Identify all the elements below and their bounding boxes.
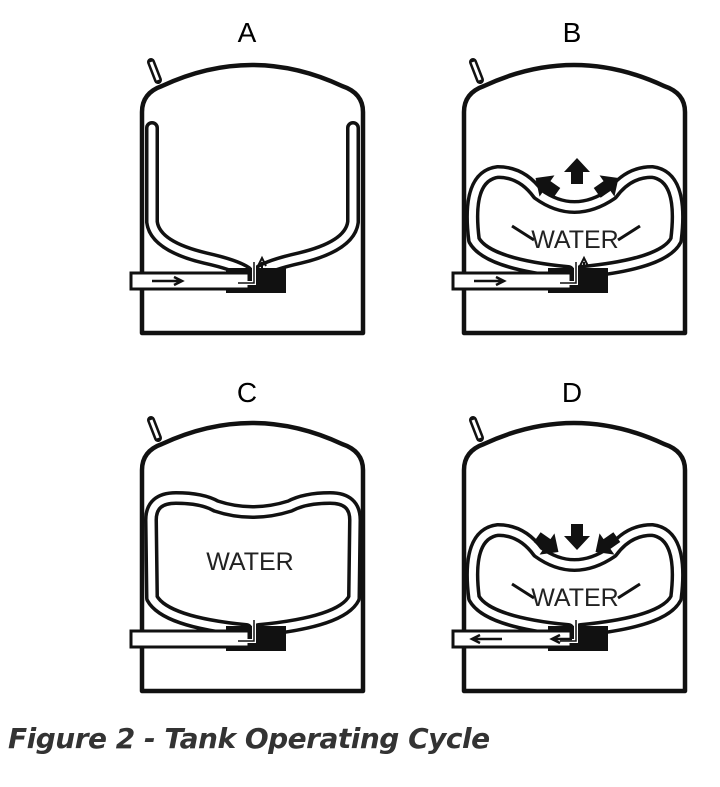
tank-drawing [129, 58, 366, 336]
water-label: WATER [206, 548, 294, 576]
tank-drawing [129, 416, 366, 694]
air-valve-inner [471, 61, 482, 81]
panel-label: B [563, 17, 582, 48]
tank-shell [139, 62, 366, 336]
panel-a: A [129, 17, 366, 336]
water-flow-line [617, 582, 641, 600]
air-valve-inner [149, 61, 160, 81]
movement-arrow-icon [564, 524, 590, 550]
movement-arrow-icon [595, 532, 621, 555]
inlet-pipe [129, 271, 251, 291]
movement-arrow-icon [593, 175, 619, 198]
tank-drawing [451, 58, 688, 336]
movement-arrow-icon [564, 158, 590, 184]
water-label: WATER [531, 584, 619, 612]
panel-label: C [237, 377, 257, 408]
bladder-inner [147, 494, 359, 634]
air-valve-inner [471, 419, 482, 439]
flow-right-arrow-icon [152, 275, 185, 287]
riser-pipe-line [560, 262, 577, 284]
movement-arrow-icon [533, 532, 559, 555]
inlet-pipe [451, 271, 573, 291]
water-flow-line [617, 224, 641, 242]
panel-label: D [562, 377, 582, 408]
air-valve-inner [149, 419, 160, 439]
inlet-pipe [129, 629, 251, 649]
panel-b: B WATER [451, 17, 688, 336]
riser-pipe-line [560, 620, 577, 642]
water-flow-line [511, 224, 535, 242]
flow-left-arrow-icon [469, 633, 502, 645]
water-flow-line [511, 582, 535, 600]
flow-up-arrow-icon [257, 255, 267, 276]
flow-right-arrow-icon [474, 275, 507, 287]
movement-arrow-icon [535, 175, 561, 198]
riser-pipe-line [238, 262, 255, 284]
bladder-inner [468, 168, 682, 276]
water-label: WATER [531, 226, 619, 254]
figure-caption: Figure 2 - Tank Operating Cycle [8, 722, 490, 755]
panel-label: A [238, 17, 257, 48]
bladder-inner [255, 124, 357, 276]
panel-d: D WATER [451, 377, 688, 694]
panel-c: C WATER [129, 377, 366, 694]
riser-pipe-line [238, 620, 255, 642]
flow-left-arrow-icon [549, 633, 572, 645]
bladder-inner [468, 526, 682, 634]
flow-up-arrow-icon [579, 255, 589, 276]
bladder-inner [148, 124, 250, 276]
tank-drawing [451, 416, 688, 694]
